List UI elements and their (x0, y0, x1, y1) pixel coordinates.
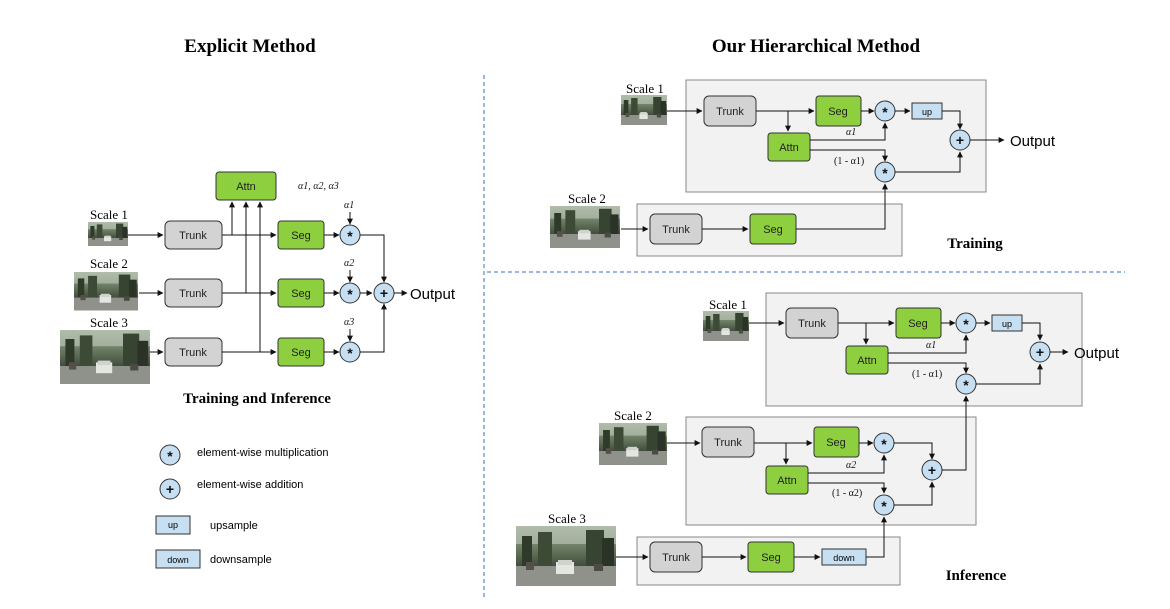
svg-text:Trunk: Trunk (798, 318, 826, 330)
inference-scale-2-label: Scale 2 (614, 408, 652, 423)
training-scale-2-label: Scale 2 (568, 191, 606, 206)
legend-up-label: upsample (210, 520, 258, 532)
left-seg-1-label: Seg (291, 230, 311, 242)
left-trunk-2-label: Trunk (179, 288, 207, 300)
svg-text:Trunk: Trunk (716, 106, 744, 118)
svg-text:Seg: Seg (761, 552, 781, 564)
left-scale-2-label: Scale 2 (90, 256, 128, 271)
left-scale-3-label: Scale 3 (90, 315, 128, 330)
svg-text:Seg: Seg (826, 437, 846, 449)
svg-text:down: down (833, 553, 855, 563)
svg-text:*: * (882, 165, 888, 181)
left-trunk-1-label: Trunk (179, 230, 207, 242)
left-caption: Training and Inference (183, 391, 331, 407)
inference-scale-1-label: Scale 1 (709, 297, 747, 312)
training-scale-2-image (550, 206, 620, 248)
svg-text:Trunk: Trunk (662, 224, 690, 236)
training-scale-1-image (621, 95, 667, 125)
left-seg-3-label: Seg (291, 347, 311, 359)
inference-trunk-2 (701, 426, 755, 458)
svg-text:up: up (168, 520, 178, 530)
svg-text:*: * (347, 286, 353, 302)
left-title: Explicit Method (184, 36, 316, 57)
inference-scale-2-image (599, 423, 667, 465)
left-attn-box (215, 171, 277, 201)
svg-text:*: * (963, 316, 969, 332)
right-title: Our Hierarchical Method (712, 36, 921, 57)
svg-text:(1 - α1): (1 - α1) (834, 156, 864, 167)
training-output: Output (1010, 133, 1056, 150)
svg-text:Seg: Seg (828, 106, 848, 118)
training-attn (767, 132, 811, 162)
left-scale-1-label: Scale 1 (90, 207, 128, 222)
svg-text:*: * (963, 377, 969, 393)
inference-output: Output (1074, 345, 1120, 362)
svg-text:Attn: Attn (857, 355, 877, 367)
inference-scale-3-label: Scale 3 (548, 511, 586, 526)
inference-attn-1 (845, 345, 889, 375)
svg-text:Attn: Attn (779, 142, 799, 154)
legend-mult-icon (159, 444, 181, 466)
svg-text:*: * (881, 498, 887, 514)
svg-text:+: + (956, 132, 964, 148)
training-caption: Training (947, 236, 1003, 252)
legend-down-label: downsample (210, 554, 272, 566)
svg-text:*: * (347, 228, 353, 244)
legend-down-box (155, 549, 201, 569)
left-alpha-3: α3 (344, 317, 354, 328)
svg-text:Trunk: Trunk (714, 437, 742, 449)
svg-text:*: * (167, 448, 173, 464)
svg-text:+: + (1036, 344, 1044, 360)
left-alpha-1: α1 (344, 200, 354, 211)
svg-text:Trunk: Trunk (662, 552, 690, 564)
left-alpha-2: α2 (344, 258, 354, 269)
inference-scale-1-image (703, 311, 749, 341)
svg-text:α1: α1 (926, 340, 936, 351)
left-scale-1-image (88, 222, 128, 246)
svg-text:+: + (380, 285, 388, 301)
left-scale-3-image (60, 330, 150, 384)
legend-mult-label: element-wise multiplication (197, 447, 328, 459)
left-output: Output (410, 286, 456, 303)
svg-text:+: + (928, 462, 936, 478)
legend-add-label: element-wise addition (197, 479, 303, 491)
legend-up-box (155, 515, 191, 535)
inference-seg-2 (813, 426, 860, 458)
left-scale-2-image (74, 272, 138, 311)
svg-text:+: + (166, 481, 174, 497)
svg-text:α2: α2 (846, 460, 856, 471)
inference-attn-2 (765, 465, 809, 495)
svg-text:(1 - α2): (1 - α2) (832, 488, 862, 499)
svg-text:up: up (922, 107, 932, 117)
inference-caption: Inference (946, 568, 1007, 584)
left-trunk-3-label: Trunk (179, 347, 207, 359)
svg-text:down: down (167, 555, 189, 565)
svg-text:*: * (882, 104, 888, 120)
svg-text:Seg: Seg (763, 224, 783, 236)
svg-text:Seg: Seg (908, 318, 928, 330)
left-attn-label: Attn (236, 181, 256, 193)
svg-text:*: * (347, 345, 353, 361)
left-seg-2-label: Seg (291, 288, 311, 300)
inference-scale-3-image (516, 526, 616, 586)
svg-text:Attn: Attn (777, 475, 797, 487)
svg-text:α1: α1 (846, 127, 856, 138)
svg-text:(1 - α1): (1 - α1) (912, 369, 942, 380)
left-alpha-list: α1, α2, α3 (298, 181, 339, 192)
svg-text:up: up (1002, 319, 1012, 329)
legend-add-icon (159, 478, 181, 500)
svg-text:*: * (881, 436, 887, 452)
training-scale-1-label: Scale 1 (626, 81, 664, 96)
legend: * element-wise multiplication + element-… (155, 444, 328, 569)
